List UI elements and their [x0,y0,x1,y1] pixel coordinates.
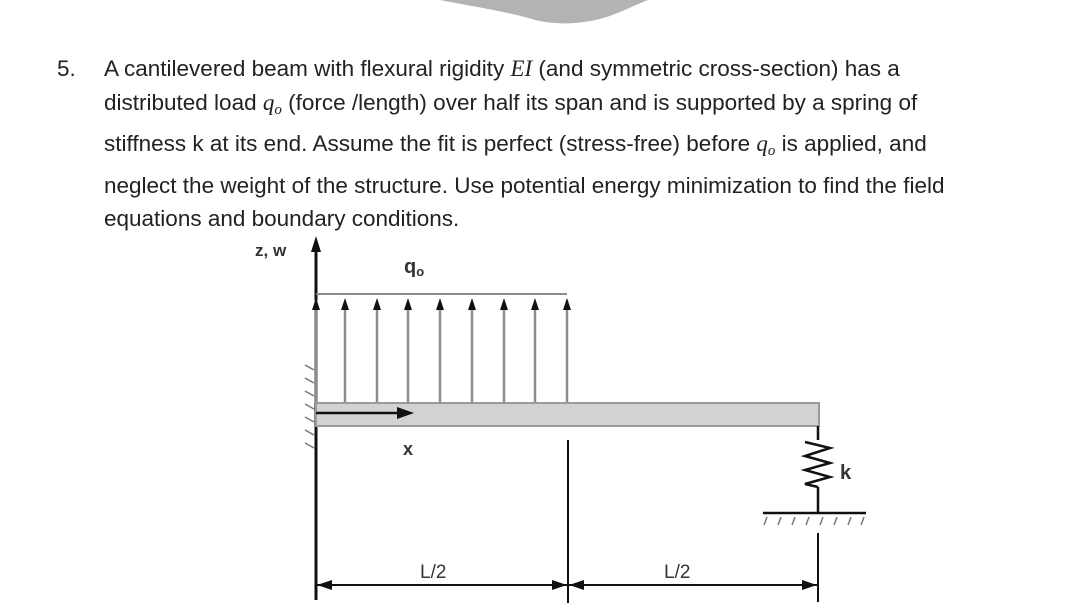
math-EI: EI [510,56,533,81]
text-run: A cantilevered beam with flexural rigidi… [104,56,511,81]
z-w-label: z, w [255,241,287,260]
x-axis-arrow [316,407,414,419]
text-run: distributed load [104,89,263,115]
text-run: stiffness k at its end. Assume the fit i… [104,131,757,156]
problem-line-3: stiffness k at its end. Assume the fit i… [104,127,1064,169]
x-label: x [403,439,413,459]
top-overlay-shape [440,0,648,24]
text-run: neglect the weight of the structure. Use… [104,172,945,198]
dimension-arrowheads [317,580,817,590]
dimension-left-label: L/2 [420,562,446,583]
math-q0: qo [756,131,776,159]
problem-line-5: equations and boundary conditions. [104,202,1064,236]
load-label: qo [404,256,424,279]
spring-label: k [840,462,852,484]
dimension-right-label: L/2 [664,562,690,583]
text-run: equations and boundary conditions. [104,206,460,231]
math-q0: qo [262,89,282,118]
problem-text: A cantilevered beam with flexural rigidi… [104,52,1064,236]
text-run: (force /length) over half its span and i… [281,89,918,115]
text-run: (and symmetric cross-section) has a [532,56,900,81]
dimension-lines [316,440,819,603]
spring [800,426,835,513]
fixed-wall-hatch [304,364,315,449]
ground-support [763,511,866,526]
beam [315,402,820,427]
distributed-load [312,293,571,403]
problem-line-1: A cantilevered beam with flexural rigidi… [104,52,1064,86]
problem-line-2: distributed load qo (force /length) over… [104,86,1064,128]
text-run: is applied, and [775,131,927,156]
problem-number: 5. [57,56,76,81]
problem-line-4: neglect the weight of the structure. Use… [104,169,1064,203]
